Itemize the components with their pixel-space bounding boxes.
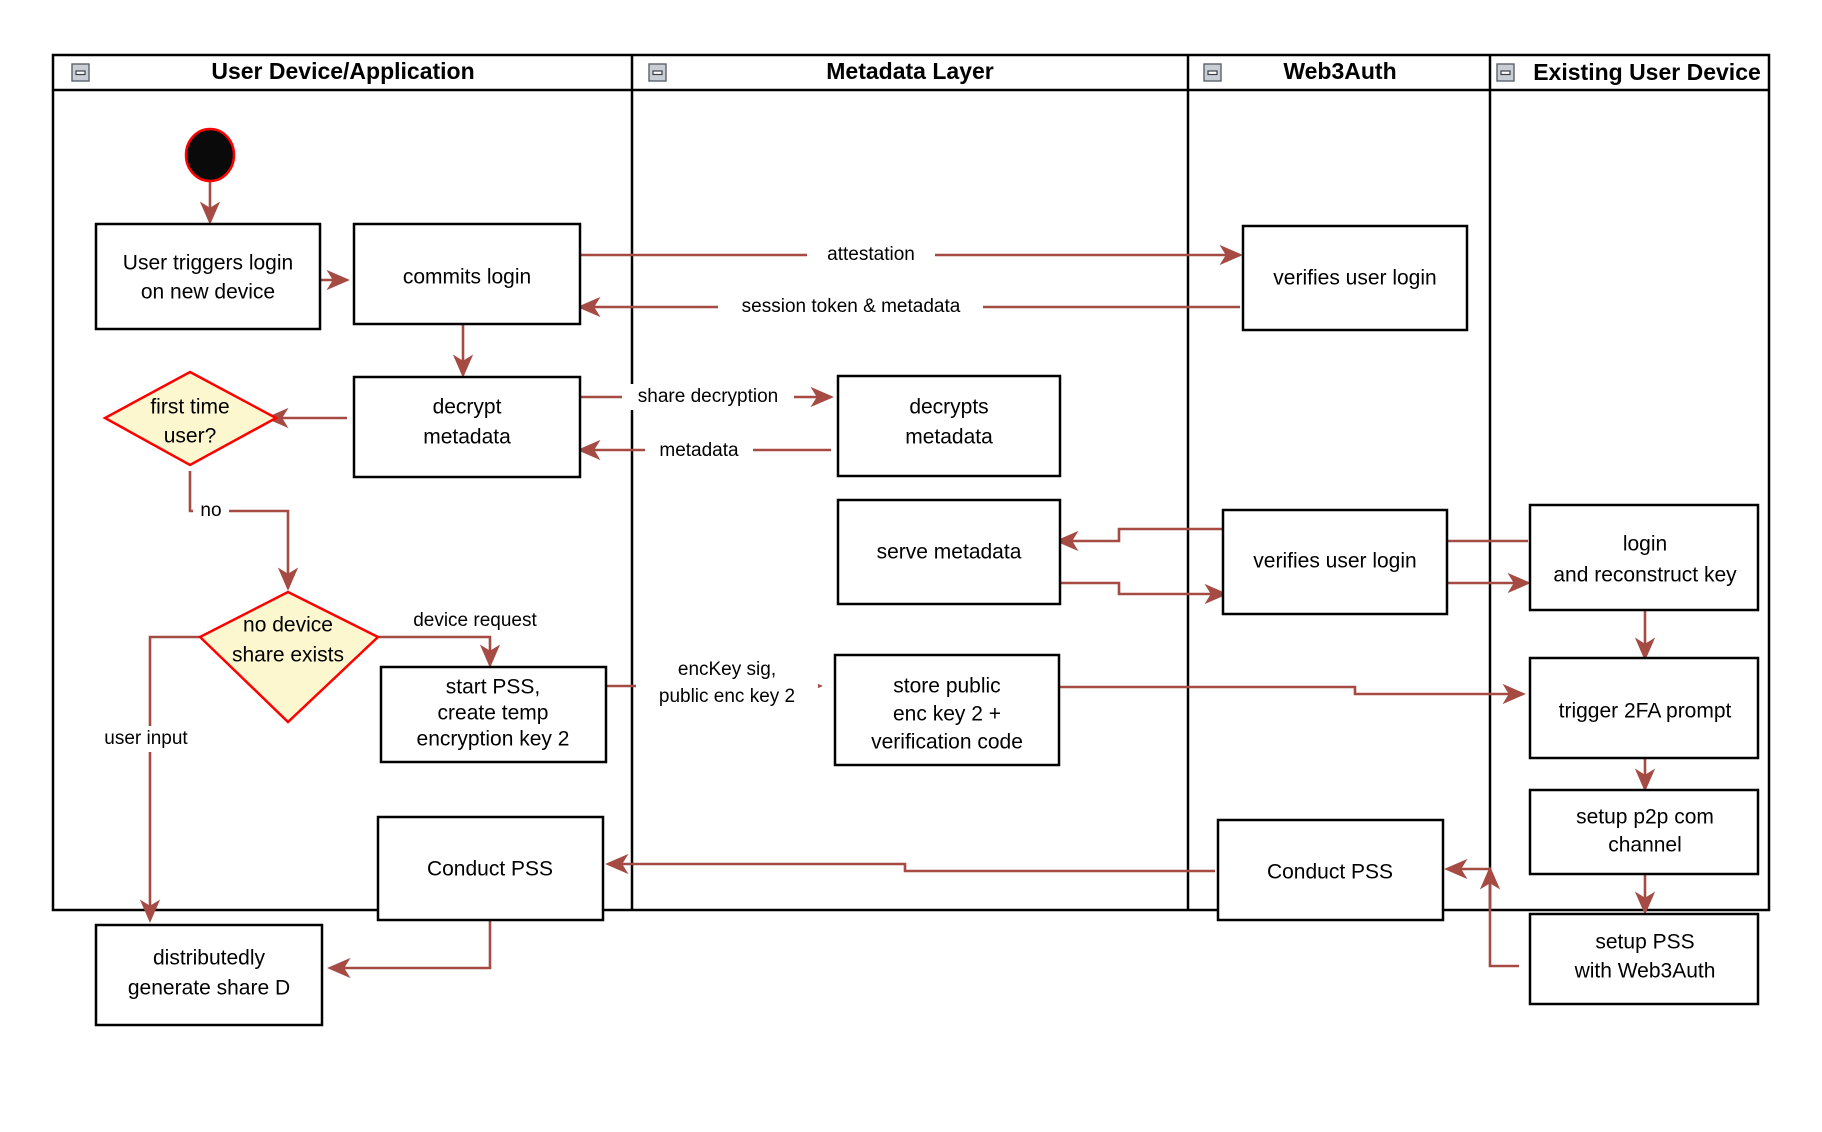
node-conduct-pss-user-device[interactable]: Conduct PSS	[376, 815, 605, 922]
edge-label-session-token: session token & metadata	[718, 293, 983, 319]
node-no-device-share-exists-decision[interactable]: no device share exists	[197, 590, 381, 724]
node-label-line: with Web3Auth	[1574, 960, 1716, 983]
node-label-line: decrypt	[433, 396, 502, 419]
edge-label-metadata: metadata	[645, 437, 753, 463]
node-label-line: first time	[150, 396, 229, 419]
edge-serve-metadata-to-verifies	[1058, 581, 1228, 605]
node-distributedly-generate-share-d[interactable]: distributedly generate share D	[94, 923, 324, 1027]
edge-conduct-pss-web3auth-to-user	[605, 853, 1215, 875]
node-label-line: verifies user login	[1273, 267, 1436, 290]
node-label-line: store public	[893, 675, 1000, 698]
edge-store-key-to-trigger-2fa	[1058, 683, 1526, 705]
collapse-minus-icon[interactable]	[71, 63, 90, 82]
lane-title-user-device: User Device/Application	[211, 58, 474, 84]
node-serve-metadata[interactable]: serve metadata	[836, 498, 1062, 606]
edge-label-enckey-sig: encKey sig, public enc key 2	[636, 657, 818, 711]
node-setup-p2p-com-channel[interactable]: setup p2p com channel	[1528, 788, 1760, 876]
node-label-line: Conduct PSS	[427, 858, 553, 881]
swimlane-outer-border	[51, 53, 1771, 912]
node-label-line: start PSS,	[446, 676, 541, 699]
edge-label-text: no	[200, 500, 221, 521]
node-label-line: no device	[243, 614, 333, 637]
edge-label-user-input: user input	[92, 726, 208, 752]
node-store-public-enc-key[interactable]: store public enc key 2 + verification co…	[833, 653, 1061, 767]
edge-label-text: user input	[104, 728, 188, 749]
collapse-minus-icon[interactable]	[1496, 63, 1515, 82]
lane-header-existing-device[interactable]: Existing User Device	[1496, 59, 1761, 85]
node-label-line: Conduct PSS	[1267, 861, 1393, 884]
node-start-pss[interactable]: start PSS, create temp encryption key 2	[379, 665, 608, 764]
node-label-line: setup PSS	[1595, 931, 1694, 954]
node-verifies-user-login-mid[interactable]: verifies user login	[1221, 508, 1449, 616]
node-setup-pss-with-web3auth[interactable]: setup PSS with Web3Auth	[1528, 912, 1760, 1006]
node-label-line: commits login	[403, 266, 531, 289]
node-verifies-user-login-top[interactable]: verifies user login	[1241, 224, 1469, 332]
node-label-line: and reconstruct key	[1553, 564, 1737, 587]
node-user-triggers-login[interactable]: User triggers login on new device	[94, 222, 322, 331]
edge-label-text: share decryption	[638, 386, 778, 407]
edge-conduct-pss-to-share-d	[327, 919, 492, 979]
node-label-line: trigger 2FA prompt	[1559, 700, 1732, 723]
swimlane-frame	[51, 53, 1771, 912]
node-login-and-reconstruct-key[interactable]: login and reconstruct key	[1528, 503, 1760, 612]
node-label-line: encryption key 2	[417, 728, 570, 751]
node-label-line: distributedly	[153, 947, 266, 970]
edge-label-text: session token & metadata	[742, 296, 961, 317]
node-label-line: share exists	[232, 644, 344, 667]
node-label-line: login	[1623, 533, 1667, 556]
node-label-line: on new device	[141, 281, 275, 304]
collapse-minus-icon[interactable]	[1203, 63, 1222, 82]
edge-label-text: metadata	[659, 440, 739, 461]
edge-label-text: encKey sig,	[678, 659, 776, 680]
node-label-line: decrypts	[909, 396, 988, 419]
lane-header-user-device[interactable]: User Device/Application	[71, 58, 475, 84]
start-node[interactable]	[184, 127, 236, 183]
node-commits-login[interactable]: commits login	[352, 222, 582, 326]
node-label-line: enc key 2 +	[893, 703, 1001, 726]
lane-header-web3auth[interactable]: Web3Auth	[1203, 58, 1397, 84]
edge-label-text: attestation	[827, 244, 915, 265]
edge-label-device-request: device request	[395, 608, 555, 634]
node-label-line: channel	[1608, 834, 1682, 857]
node-first-time-user-decision[interactable]: first time user?	[102, 370, 279, 467]
node-label-line: generate share D	[128, 977, 290, 1000]
edge-label-attestation: attestation	[807, 241, 935, 267]
node-label-line: user?	[164, 425, 217, 448]
edge-label-text: device request	[413, 610, 537, 631]
node-label-line: setup p2p com	[1576, 806, 1714, 829]
edge-label-text: public enc key 2	[659, 686, 795, 707]
lane-title-metadata: Metadata Layer	[826, 58, 994, 84]
node-label-line: create temp	[438, 702, 549, 725]
edge-user-input	[139, 635, 206, 923]
lane-header-metadata[interactable]: Metadata Layer	[648, 58, 994, 84]
edge-setup-pss-to-conduct-pss-web3auth-stub	[1479, 866, 1519, 968]
lane-title-existing-device: Existing User Device	[1533, 59, 1761, 85]
edge-no-to-no-device-share	[188, 471, 299, 591]
node-label-line: metadata	[905, 426, 993, 449]
node-label-line: metadata	[423, 426, 511, 449]
node-trigger-2fa-prompt[interactable]: trigger 2FA prompt	[1528, 656, 1760, 760]
node-decrypts-metadata[interactable]: decrypts metadata	[836, 374, 1062, 478]
edge-device-request	[370, 635, 501, 668]
edge-label-no: no	[193, 499, 229, 523]
collapse-minus-icon[interactable]	[648, 63, 667, 82]
edge-labels: attestation session token & metadata sha…	[92, 241, 983, 752]
node-decrypt-metadata[interactable]: decrypt metadata	[352, 375, 582, 479]
node-label-line: verification code	[871, 731, 1023, 754]
node-label-line: serve metadata	[877, 541, 1022, 564]
edge-label-share-decryption: share decryption	[622, 384, 794, 410]
edge-verifies-to-serve-metadata	[1055, 527, 1225, 552]
lane-title-web3auth: Web3Auth	[1283, 58, 1396, 84]
node-label-line: User triggers login	[123, 252, 293, 275]
node-label-line: verifies user login	[1253, 550, 1416, 573]
node-conduct-pss-web3auth[interactable]: Conduct PSS	[1216, 818, 1445, 922]
